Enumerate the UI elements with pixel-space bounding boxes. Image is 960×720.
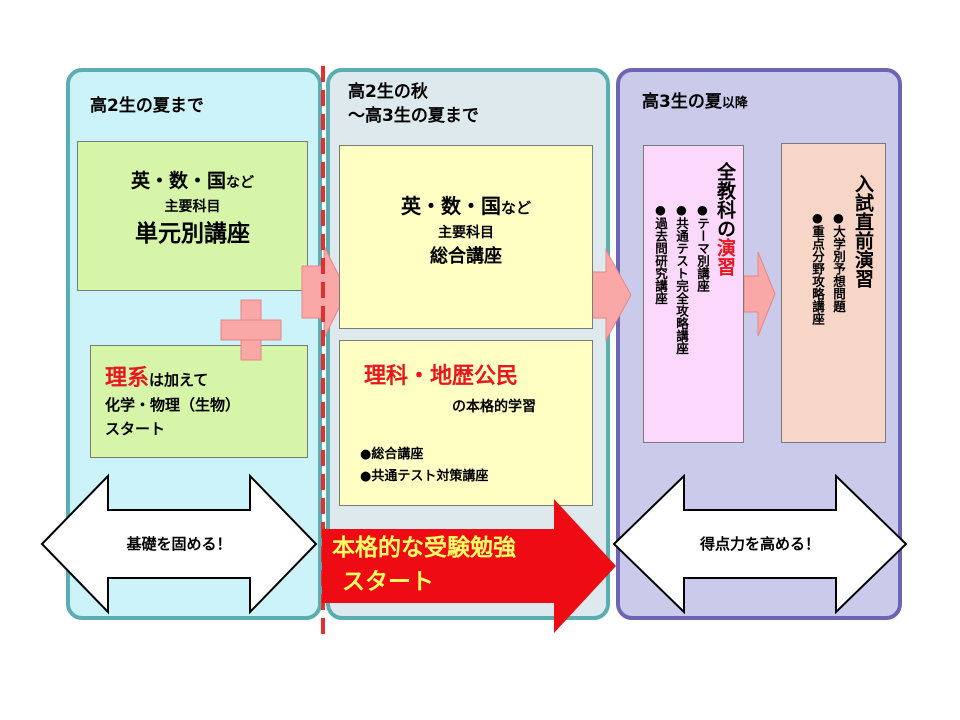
phase-3-all-subjects-box: 全教科の演習 ●テーマ別講座 ●共通テスト完全攻略講座 ●過去問研究講座	[643, 145, 744, 443]
arrow-label-3: 得点力を高める！	[699, 535, 820, 553]
red-arrow-label-1: 本格的な受験勉強	[332, 535, 516, 561]
connector-arrow-3-icon	[743, 251, 776, 337]
phase-1-science-box: 理系は加えて 化学・物理（生物） スタート	[90, 345, 308, 458]
all-subjects-title: 全教科の演習	[714, 162, 736, 276]
phase-1-title: 高2生の夏まで	[90, 96, 204, 116]
plus-icon	[220, 299, 282, 361]
bullet-item: ●重点分野攻略講座	[810, 210, 825, 325]
phase-2-science-box: 理科・地歴公民 の本格的学習 ●総合講座 ●共通テスト対策講座	[339, 340, 593, 506]
bullet-item: ●総合講座	[360, 447, 424, 462]
red-arrow-label-2: スタート	[342, 569, 434, 595]
phase-2-title: 高2生の秋 ～高3生の夏まで	[348, 82, 479, 126]
bullet-item: ●テーマ別講座	[695, 202, 710, 292]
double-arrow-3-icon	[612, 473, 908, 615]
bullet-item: ●過去問研究講座	[653, 202, 668, 305]
bullet-item: ●共通テスト完全攻略講座	[674, 202, 689, 355]
phase-3-title: 高3生の夏以降	[642, 92, 748, 112]
phase-1-main-subjects-box: 英・数・国など 主要科目 単元別講座	[77, 141, 308, 291]
arrow-label-1: 基礎を固める！	[126, 535, 232, 553]
big-red-arrow-icon	[322, 499, 616, 633]
phase-2-main-subjects-box: 英・数・国など 主要科目 総合講座	[339, 145, 593, 329]
double-arrow-1-icon	[40, 473, 318, 615]
bullet-item: ●共通テスト対策講座	[360, 469, 489, 484]
bullet-item: ●大学別予想問題	[831, 210, 846, 313]
phase-3-final-exam-box: 入試直前演習 ●大学別予想問題 ●重点分野攻略講座	[781, 143, 886, 443]
